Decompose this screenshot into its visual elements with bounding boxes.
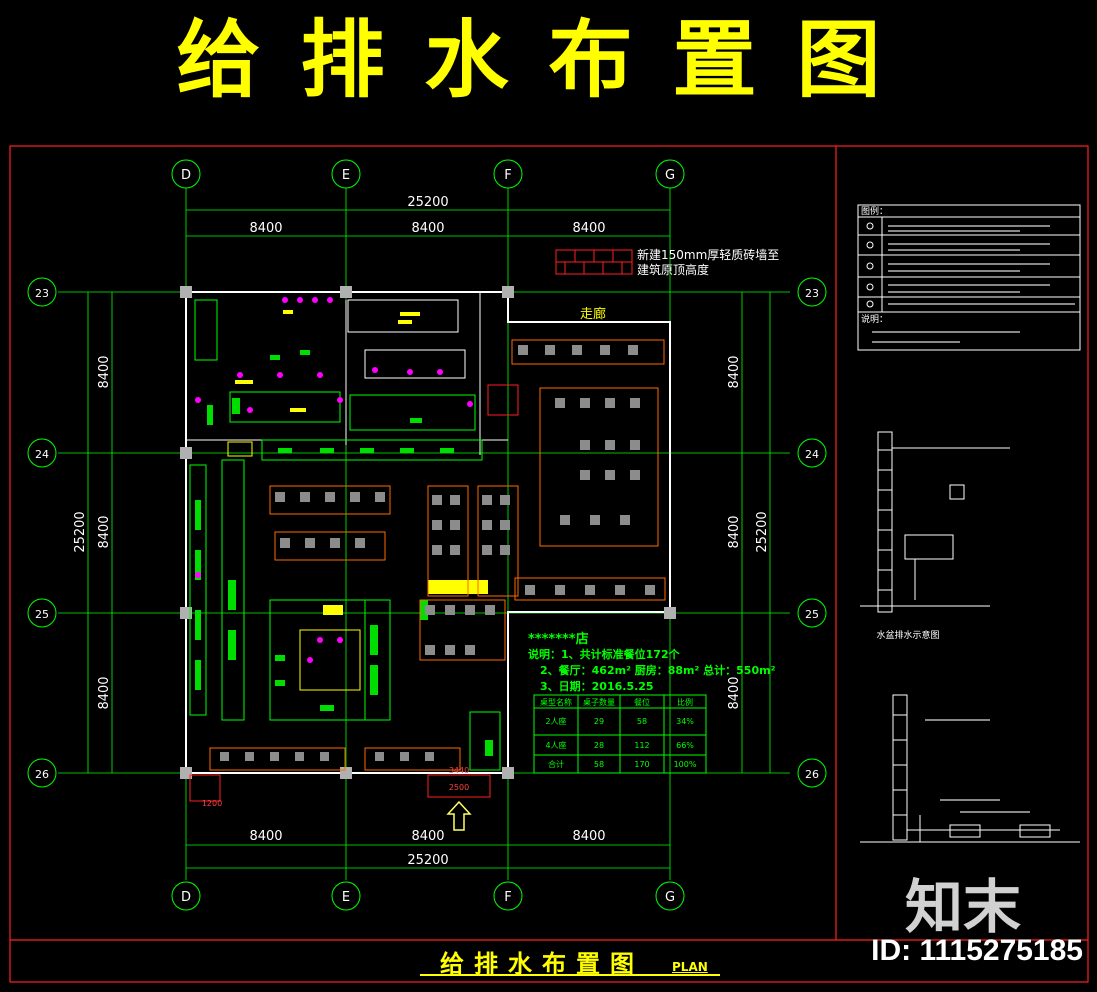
entrance-arrow [446,800,472,831]
seat-table-cell: 2人座 [545,716,566,726]
axis-label-23-left: 23 [35,287,49,300]
notes-line-2: 2、餐厅：462m² 厨房：88m² 总计：550m² [540,664,776,677]
axis-bubble-25-right [797,598,827,628]
axis-bubble-24-left [27,438,57,468]
seat-table-cell: 100% [674,760,697,769]
dim-bottom-span-1: 8400 [249,829,282,844]
dim-bottom-span-3: 8400 [572,829,605,844]
seat-table-cell: 58 [594,760,604,769]
legend-title: 图例： [861,205,888,217]
axis-bubble-e-top [331,159,361,189]
axis-label-25-left: 25 [35,608,49,621]
axis-label-g-top: G [665,168,675,183]
plan-label: PLAN [672,960,708,974]
dim-right-span-2: 8400 [727,515,742,548]
seat-table-cell: 合计 [548,759,564,769]
legend-notes: 说明： [861,313,888,325]
corridor-label: 走廊 [580,306,606,322]
sink-detail [860,431,1010,613]
notes-line-1: 说明：1、共计标准餐位172个 [528,648,680,661]
dim-right-span-1: 8400 [727,355,742,388]
axis-label-e-bottom: E [342,890,350,905]
page-title: 给排水布置图 [176,11,921,109]
dim-top-span-2: 8400 [411,221,444,236]
dim-left-total: 25200 [73,511,88,552]
axis-bubble-26-right [797,758,827,788]
axis-bubble-g-top [655,159,685,189]
dim-top-total: 25200 [407,195,448,210]
wall-note-2: 建筑原顶高度 [637,262,709,277]
axis-label-g-bottom: G [665,890,675,905]
notes-shop: *******店 [528,632,589,647]
legend-panel [857,204,1081,351]
detail-label-1: 水盆排水示意图 [876,629,939,641]
axis-label-25-right: 25 [805,608,819,621]
axis-label-d-bottom: D [181,890,191,905]
axis-label-23-right: 23 [805,287,819,300]
seat-table-cell: 112 [634,741,649,750]
axis-bubble-e-bottom [331,881,361,911]
image-id: ID: 1115275185 [871,934,1083,967]
seat-table-cell: 4人座 [545,740,566,750]
axis-label-26-left: 26 [35,768,49,781]
seat-table-cell: 28 [594,741,604,750]
seat-table [533,694,707,774]
door-dim-3: 1200 [202,799,222,808]
axis-label-26-right: 26 [805,768,819,781]
seat-table-cell: 34% [676,717,694,726]
floor-drain-detail [860,694,1080,843]
dim-left-span-2: 8400 [97,515,112,548]
axis-bubble-g-bottom [655,881,685,911]
axis-label-e-top: E [342,168,350,183]
seat-table-header-2: 桌子数量 [583,697,615,707]
dim-right-span-3: 8400 [727,676,742,709]
seat-table-header-1: 桌型名称 [540,697,572,707]
dim-top-span-1: 8400 [249,221,282,236]
axis-label-f-bottom: F [504,890,511,905]
dim-left-span-3: 8400 [97,676,112,709]
notes-line-3: 3、日期：2016.5.25 [540,680,654,693]
axis-bubble-f-top [493,159,523,189]
watermark-logo: 知末 [905,873,1022,941]
wall-note-1: 新建150mm厚轻质砖墙至 [637,247,779,262]
dim-right-total: 25200 [755,511,770,552]
seat-table-cell: 170 [634,760,649,769]
axis-bubble-26-left [27,758,57,788]
entrance-doors [189,384,519,802]
bottom-title: 给排水布置图 [440,950,644,978]
dim-top-span-3: 8400 [572,221,605,236]
seat-table-header-3: 餐位 [634,697,650,707]
axis-bubble-25-left [27,598,57,628]
dining-area [209,339,666,771]
seat-table-cell: 29 [594,717,604,726]
drawing-frame [9,145,1089,983]
axis-label-24-left: 24 [35,448,49,461]
dim-left-span-1: 8400 [97,355,112,388]
door-dim-2: 2500 [449,783,469,792]
axis-label-d-top: D [181,168,191,183]
seat-table-header-4: 比例 [677,697,693,707]
axis-label-f-top: F [504,168,511,183]
dim-bottom-total: 25200 [407,853,448,868]
axis-label-24-right: 24 [805,448,819,461]
axis-bubble-24-right [797,438,827,468]
dim-bottom-span-2: 8400 [411,829,444,844]
axis-bubble-f-bottom [493,881,523,911]
axis-bubble-23-right [797,277,827,307]
axis-bubble-d-bottom [171,881,201,911]
brick-wall-legend [555,249,633,275]
axis-bubble-d-top [171,159,201,189]
seat-table-cell: 66% [676,741,694,750]
axis-bubble-23-left [27,277,57,307]
seat-table-cell: 58 [637,717,647,726]
door-dim-1: 3440 [449,766,469,775]
